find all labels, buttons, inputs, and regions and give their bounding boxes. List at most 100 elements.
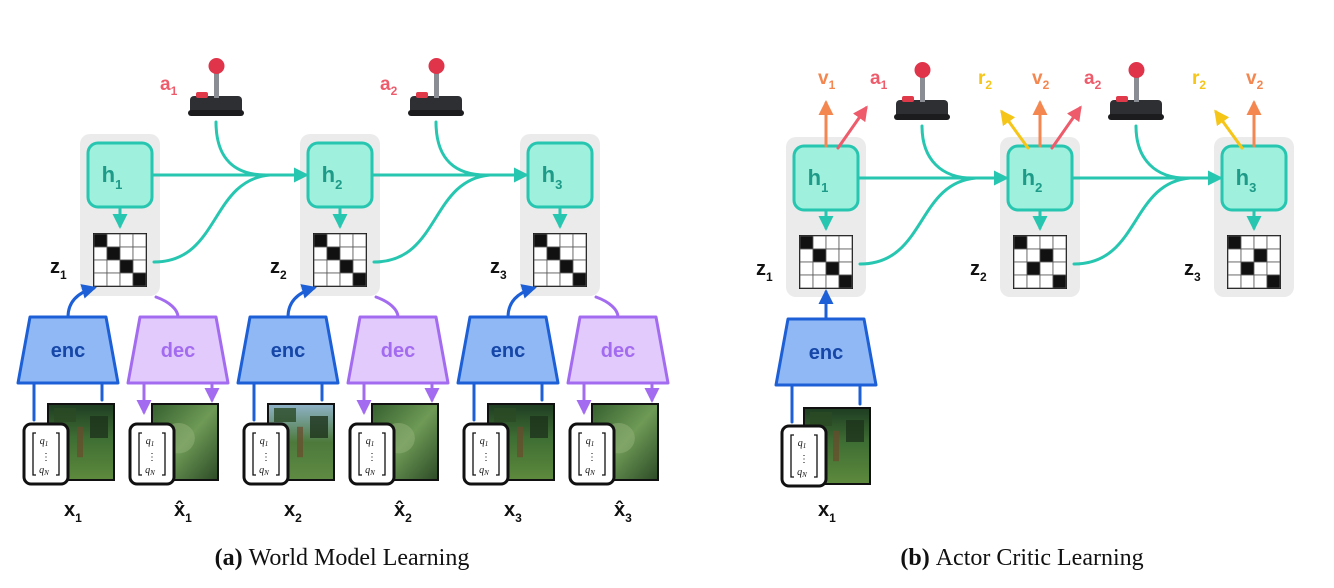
latent-grid-cell: [326, 272, 341, 287]
x-label-text: x1: [818, 499, 836, 525]
action-merge-line: [434, 120, 488, 177]
joystick-stick: [214, 70, 219, 98]
reward-label-sub: 2: [1199, 78, 1206, 92]
latent-grid-cell: [799, 274, 814, 289]
hidden-state-box: [1006, 144, 1074, 212]
frame-trunk: [77, 426, 83, 458]
vector-bracket-left: [790, 434, 794, 478]
observation-vector-card: q1⋮qN: [22, 422, 70, 486]
encoder-shape: [456, 315, 560, 385]
z-label-text: z1: [50, 256, 67, 282]
latent-grid-icon: [313, 233, 367, 287]
hidden-state-sub: 2: [335, 177, 342, 192]
enc-to-z-arrow: [506, 284, 537, 319]
value-label: v2: [1032, 68, 1050, 92]
frame-trunk: [297, 426, 303, 458]
value-label-sub: 1: [829, 78, 836, 92]
latent-grid-icon: [533, 233, 587, 287]
value-label-text: v2: [1246, 68, 1264, 92]
latent-grid-cell: [812, 235, 827, 250]
vector-bot-sub: N: [483, 469, 489, 477]
z-label-sub: 3: [1194, 270, 1201, 284]
vector-bracket-right: [162, 432, 166, 476]
z-label-text: z2: [270, 256, 287, 282]
joystick-icon: [408, 58, 464, 116]
vector-card-frame: [568, 422, 616, 486]
decoder-shape: [126, 315, 230, 385]
hidden-state-box: [526, 141, 594, 209]
latent-grid-cell: [1253, 261, 1268, 276]
latent-grid-cell: [326, 259, 341, 274]
vector-bracket-right: [814, 434, 818, 478]
latent-grid-cell: [533, 272, 548, 287]
latent-grid-cell: [1052, 248, 1067, 263]
vector-bot-sub: N: [801, 471, 807, 479]
latent-grid-cell: [546, 272, 561, 287]
vector-dots: ⋮: [41, 452, 51, 463]
encoder-shape: [774, 317, 878, 387]
latent-grid-cell: [812, 274, 827, 289]
joystick-button: [196, 92, 208, 98]
latent-grid-cell: [533, 246, 548, 261]
frame-trunk: [833, 430, 839, 462]
latent-grid-cell: [1039, 261, 1054, 276]
joystick-button: [902, 96, 914, 102]
observation-frame-image: [371, 403, 439, 481]
x-label-sub: 3: [515, 511, 522, 525]
reward-label-text: r2: [978, 68, 992, 92]
latent-grid-cell: [1240, 274, 1255, 289]
action-arrow: [836, 105, 868, 150]
latent-grid-cell: [812, 248, 827, 263]
z-merge-line: [152, 173, 272, 264]
latent-grid-cell: [799, 248, 814, 263]
latent-grid-cell: [1253, 274, 1268, 289]
xhat-label-sub: 3: [625, 511, 632, 525]
latent-grid-cell: [326, 246, 341, 261]
z-to-dec-line: [154, 295, 180, 319]
latent-grid-cell: [572, 259, 587, 274]
observation-vector-card: q1⋮qN: [780, 424, 828, 488]
observation-vector-card: q1⋮qN: [348, 422, 396, 486]
latent-grid-cell: [1013, 235, 1028, 250]
value-label-text: v2: [1032, 68, 1050, 92]
reward-label: r2: [1192, 68, 1206, 92]
joystick-foot: [894, 114, 950, 120]
vector-bracket-left: [358, 432, 362, 476]
latent-grid-cell: [313, 233, 328, 248]
x-label: x3: [504, 499, 522, 525]
joystick-icon: [894, 62, 950, 120]
vector-card-frame: [128, 422, 176, 486]
observation-vector-card: q1⋮qN: [568, 422, 616, 486]
latent-grid-cell: [132, 259, 147, 274]
vector-bracket-left: [32, 432, 36, 476]
latent-grid-cell: [313, 259, 328, 274]
latent-grid-cell: [1052, 274, 1067, 289]
latent-grid-cell: [106, 272, 121, 287]
vector-bot: qN: [145, 465, 155, 477]
latent-grid-cell: [1227, 235, 1242, 250]
vector-top-sub: 1: [371, 440, 375, 448]
caption-right-text: Actor Critic Learning: [936, 545, 1144, 571]
joystick-foot: [188, 110, 244, 116]
vector-bracket-left: [138, 432, 142, 476]
latent-grid-cell: [119, 233, 134, 248]
encoder-label: enc: [809, 342, 843, 364]
z-label-text: z2: [970, 258, 987, 284]
hidden-state-sub: 1: [821, 180, 828, 195]
joystick-foot: [1108, 114, 1164, 120]
vector-dots: ⋮: [587, 452, 597, 463]
x-label: x1: [64, 499, 82, 525]
vector-top: q1: [40, 436, 49, 448]
xhat-label-text: x̂1: [174, 499, 192, 525]
vector-card-frame: [242, 422, 290, 486]
latent-grid-cell: [1266, 248, 1281, 263]
vector-bracket-right: [382, 432, 386, 476]
z-label: z1: [756, 258, 773, 284]
latent-grid-cell: [1266, 274, 1281, 289]
caption-left-bold: (a): [215, 545, 249, 571]
frame-leaves: [310, 416, 328, 438]
latent-grid-cell: [559, 272, 574, 287]
x-label: x1: [818, 499, 836, 525]
encoder-shape: [16, 315, 120, 385]
latent-grid-cell: [106, 233, 121, 248]
